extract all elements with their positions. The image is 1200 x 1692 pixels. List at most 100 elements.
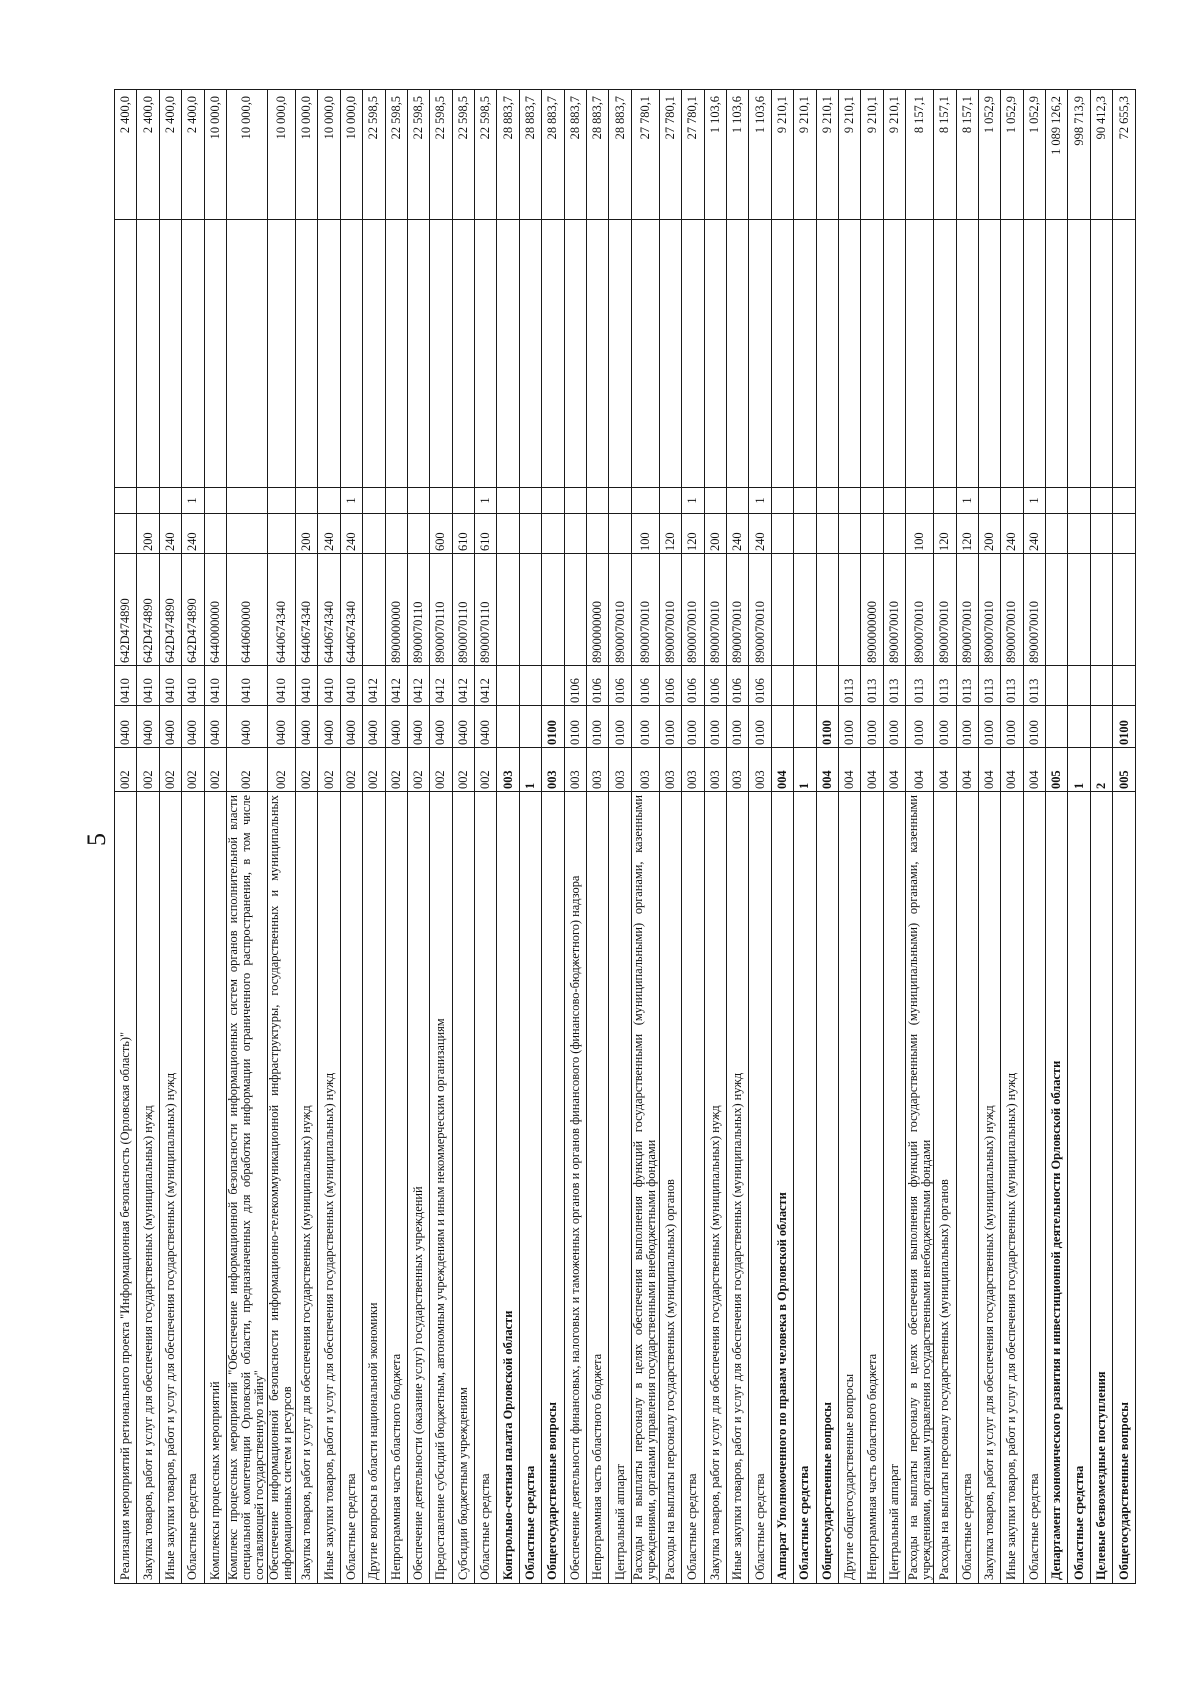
row-name-cell: Обеспечение деятельности финансовых, нал…	[564, 791, 587, 1584]
empty-cell	[181, 219, 205, 488]
row-name-cell: Иные закупки товаров, работ и услуг для …	[1000, 791, 1024, 1584]
empty-cell	[704, 219, 727, 488]
fund-source-cell	[608, 487, 632, 514]
fund-source-cell	[317, 487, 341, 514]
row-name-cell: Обеспечение информационной безопасности …	[267, 791, 296, 1584]
row-name-cell: Реализация мероприятий регионального про…	[114, 791, 137, 1584]
row-name-cell: Областные средства	[956, 791, 979, 1584]
table-row: Контрольно-счетная палата Орловской обла…	[496, 89, 520, 1584]
fund-source-cell: 1	[681, 487, 705, 514]
subsection-code-cell: 0113	[838, 665, 861, 706]
expense-type-cell: 240	[317, 513, 341, 554]
section-code-cell: 0100	[659, 705, 682, 748]
fund-source-cell	[452, 487, 475, 514]
target-article-cell	[496, 553, 520, 666]
expense-type-cell: 200	[978, 513, 1001, 554]
table-row: Обеспечение деятельности (оказание услуг…	[407, 89, 430, 1584]
subsection-code-cell: 0412	[362, 665, 386, 706]
section-code-cell: 0400	[385, 705, 408, 748]
amount-cell: 90 412,3	[1090, 89, 1113, 220]
grbs-code-cell: 003	[608, 747, 632, 792]
row-name-cell: Областные средства	[181, 791, 205, 1584]
grbs-code-cell: 002	[385, 747, 408, 792]
subsection-code-cell: 0106	[659, 665, 682, 706]
grbs-code-cell: 004	[905, 747, 934, 792]
target-article-cell: 6440674340	[295, 553, 318, 666]
row-name-cell: Непрограммная часть областного бюджета	[385, 791, 408, 1584]
section-code-cell: 0100	[681, 705, 705, 748]
grbs-code-cell: 002	[226, 747, 268, 792]
grbs-code-cell: 002	[407, 747, 430, 792]
target-article-cell	[771, 553, 794, 666]
empty-cell	[385, 219, 408, 488]
grbs-code-cell: 003	[631, 747, 660, 792]
amount-cell: 9 210,1	[838, 89, 861, 220]
empty-cell	[1023, 219, 1046, 488]
expense-type-cell: 120	[681, 513, 705, 554]
row-name-cell: Департамент экономического развития и ин…	[1045, 791, 1068, 1584]
table-row: Комплекс процессных мероприятий "Обеспеч…	[226, 89, 268, 1584]
empty-cell	[1090, 219, 1113, 488]
target-article-cell	[816, 553, 839, 666]
expense-type-cell	[883, 513, 906, 554]
fund-source-cell	[519, 487, 542, 514]
fund-source-cell	[295, 487, 318, 514]
row-name-cell: Расходы на выплаты персоналу государстве…	[933, 791, 956, 1584]
table-row: Реализация мероприятий регионального про…	[114, 89, 137, 1584]
grbs-code-cell: 002	[317, 747, 341, 792]
section-code-cell: 0100	[726, 705, 749, 748]
target-article-cell	[519, 553, 542, 666]
section-code-cell: 0400	[226, 705, 268, 748]
empty-cell	[136, 219, 160, 488]
expense-type-cell	[496, 513, 520, 554]
fund-source-cell: 1	[474, 487, 497, 514]
row-name-cell: Аппарат Уполномоченного по правам челове…	[771, 791, 794, 1584]
row-name-cell: Непрограммная часть областного бюджета	[586, 791, 609, 1584]
empty-cell	[114, 219, 137, 488]
empty-cell	[793, 219, 817, 488]
target-article-cell: 642D474890	[136, 553, 160, 666]
subsection-code-cell: 0410	[114, 665, 137, 706]
fund-source-cell	[704, 487, 727, 514]
table-row: Предоставление субсидий бюджетным, автон…	[429, 89, 453, 1584]
target-article-cell	[838, 553, 861, 666]
empty-cell	[1112, 219, 1136, 488]
section-code-cell: 0400	[267, 705, 296, 748]
subsection-code-cell: 0106	[748, 665, 772, 706]
target-article-cell	[793, 553, 817, 666]
row-name-cell: Обеспечение деятельности (оказание услуг…	[407, 791, 430, 1584]
amount-cell: 27 780,1	[631, 89, 660, 220]
amount-cell: 1 089 126,2	[1045, 89, 1068, 220]
section-code-cell: 0400	[362, 705, 386, 748]
fund-source-cell	[659, 487, 682, 514]
fund-source-cell	[1045, 487, 1068, 514]
section-code-cell: 0100	[1112, 705, 1136, 748]
fund-source-cell	[883, 487, 906, 514]
amount-cell: 27 780,1	[659, 89, 682, 220]
amount-cell: 28 883,7	[496, 89, 520, 220]
grbs-code-cell: 002	[204, 747, 227, 792]
row-name-cell: Расходы на выплаты персоналу в целях обе…	[905, 791, 934, 1584]
fund-source-cell	[496, 487, 520, 514]
section-code-cell: 0400	[159, 705, 182, 748]
amount-cell: 2 400,0	[181, 89, 205, 220]
target-article-cell: 8900070010	[659, 553, 682, 666]
amount-cell: 2 400,0	[114, 89, 137, 220]
expense-type-cell	[1112, 513, 1136, 554]
row-name-cell: Закупка товаров, работ и услуг для обесп…	[295, 791, 318, 1584]
table-row: Иные закупки товаров, работ и услуг для …	[317, 89, 341, 1584]
target-article-cell	[1045, 553, 1068, 666]
amount-cell: 2 400,0	[159, 89, 182, 220]
target-article-cell: 8900000000	[586, 553, 609, 666]
table-row: Обеспечение информационной безопасности …	[267, 89, 296, 1584]
section-code-cell: 0400	[114, 705, 137, 748]
subsection-code-cell: 0106	[564, 665, 587, 706]
section-code-cell: 0100	[564, 705, 587, 748]
section-code-cell: 0100	[816, 705, 839, 748]
section-code-cell	[771, 705, 794, 748]
